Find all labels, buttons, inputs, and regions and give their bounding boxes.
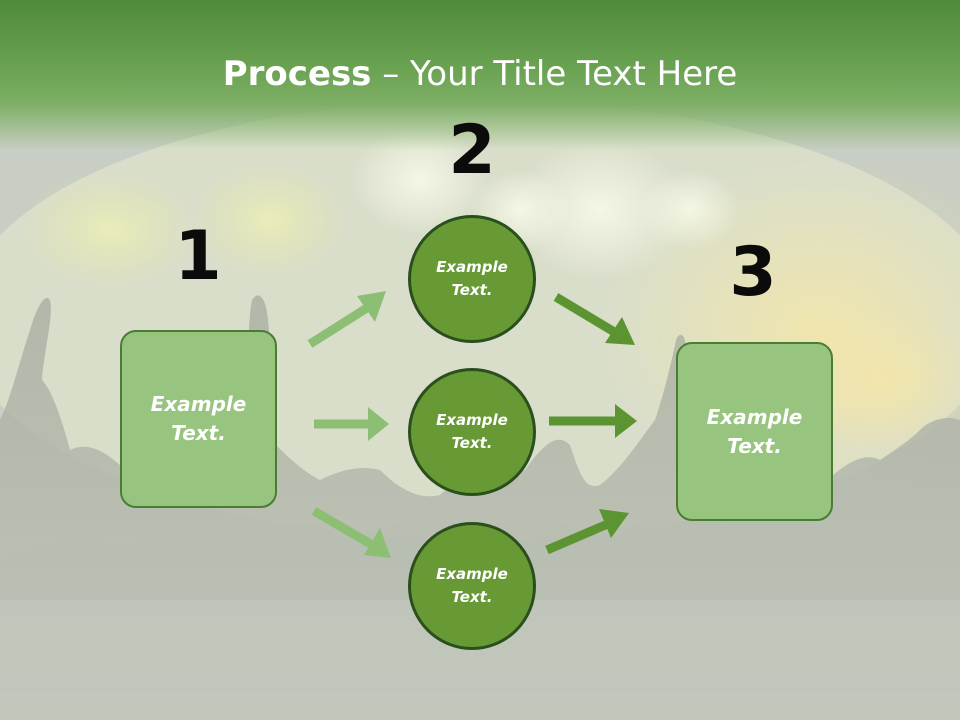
- slide-title: Process – Your Title Text Here: [0, 52, 960, 96]
- step-3-box[interactable]: Example Text.: [676, 342, 833, 521]
- step-1-number: 1: [174, 217, 222, 296]
- step-3-number: 3: [729, 233, 777, 312]
- title-band: [0, 0, 960, 150]
- title-rest-text: – Your Title Text Here: [371, 54, 738, 94]
- step-2-circle-bottom[interactable]: Example Text.: [408, 522, 536, 650]
- title-bold-text: Process: [222, 54, 372, 94]
- step-2-circle-top[interactable]: Example Text.: [408, 215, 536, 343]
- step-2-circle-middle[interactable]: Example Text.: [408, 368, 536, 496]
- step-1-box[interactable]: Example Text.: [120, 330, 277, 508]
- step-2-number: 2: [448, 111, 496, 190]
